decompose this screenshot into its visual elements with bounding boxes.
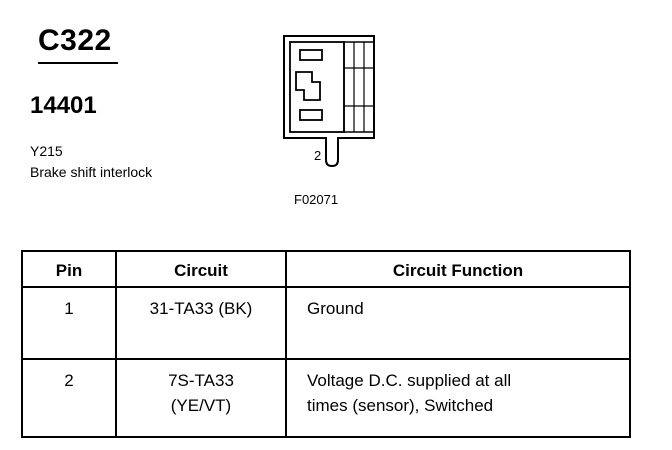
pin-number-label: 2 xyxy=(314,148,321,163)
header-circuit-function: Circuit Function xyxy=(285,250,631,288)
connector-face-diagram: 2 xyxy=(283,35,375,168)
table-header-row: Pin Circuit Circuit Function xyxy=(21,250,631,288)
connector-title: C322 xyxy=(38,24,112,57)
cell-circuit: 31-TA33 (BK) xyxy=(115,286,287,360)
header-pin: Pin xyxy=(21,250,117,288)
cell-function-line: times (sensor), Switched xyxy=(307,396,494,415)
cell-function-line: Ground xyxy=(307,299,364,318)
connector-description: Brake shift interlock xyxy=(30,164,153,180)
figure-id: F02071 xyxy=(294,192,339,207)
connector-title-underline xyxy=(38,62,118,64)
cell-circuit: 7S-TA33 (YE/VT) xyxy=(115,358,287,438)
connector-code: Y215 xyxy=(30,143,63,159)
cell-pin: 1 xyxy=(21,286,117,360)
cell-circuit-line: 31-TA33 (BK) xyxy=(149,299,253,318)
connector-latch xyxy=(343,41,375,133)
table-row: 2 7S-TA33 (YE/VT) Voltage D.C. supplied … xyxy=(21,358,631,438)
terminal-top xyxy=(299,49,323,61)
cell-function: Ground xyxy=(285,286,631,360)
table-row: 1 31-TA33 (BK) Ground xyxy=(21,286,631,360)
cell-function-line: Voltage D.C. supplied at all xyxy=(307,371,512,390)
cell-pin: 2 xyxy=(21,358,117,438)
terminal-center-key xyxy=(295,71,321,101)
cell-function: Voltage D.C. supplied at all times (sens… xyxy=(285,358,631,438)
pin-circuit-table: Pin Circuit Circuit Function 1 31-TA33 (… xyxy=(21,250,631,438)
part-number: 14401 xyxy=(30,92,97,119)
header-circuit: Circuit xyxy=(115,250,287,288)
terminal-bottom xyxy=(299,109,323,121)
connector-body xyxy=(283,35,375,168)
cell-circuit-line: (YE/VT) xyxy=(170,396,232,415)
connector-inner-face xyxy=(289,41,345,133)
cell-circuit-line: 7S-TA33 xyxy=(168,371,234,390)
